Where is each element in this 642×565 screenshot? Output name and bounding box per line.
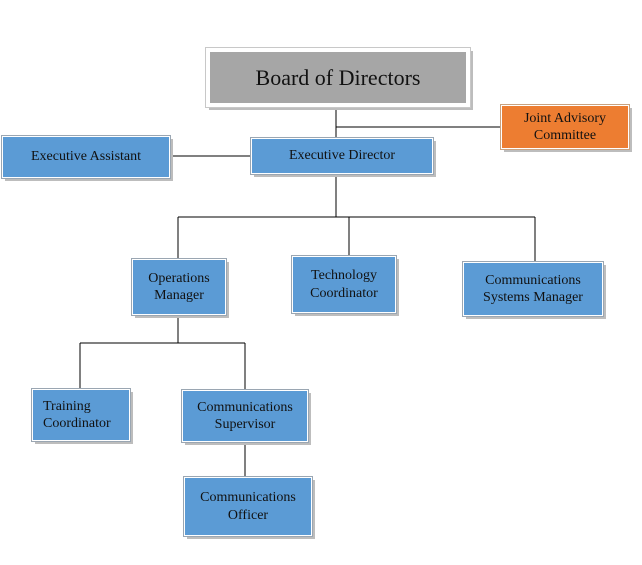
executive-director-label: Executive Director <box>288 148 396 164</box>
board-of-directors-label: Board of Directors <box>255 64 421 90</box>
communications-supervisor-label: Communications Supervisor <box>197 399 293 433</box>
communications-officer-box: Communications Officer <box>183 476 313 537</box>
communications-systems-manager-box: Communications Systems Manager <box>462 261 604 317</box>
training-coordinator-box: Training Coordinator <box>31 388 131 442</box>
executive-director-box: Executive Director <box>250 137 434 175</box>
training-coordinator-label: Training Coordinator <box>43 398 111 432</box>
operations-manager-box: Operations Manager <box>131 258 227 316</box>
communications-systems-manager-label: Communications Systems Manager <box>483 272 583 306</box>
communications-officer-label: Communications Officer <box>200 490 296 523</box>
technology-coordinator-label: Technology Coordinator <box>310 268 378 301</box>
joint-advisory-committee-box: Joint Advisory Committee <box>500 104 630 150</box>
joint-advisory-committee-label: Joint Advisory Committee <box>523 110 607 144</box>
executive-assistant-box: Executive Assistant <box>1 135 171 179</box>
board-of-directors-box: Board of Directors <box>205 47 471 108</box>
executive-assistant-label: Executive Assistant <box>30 149 142 165</box>
technology-coordinator-box: Technology Coordinator <box>291 255 397 314</box>
operations-manager-label: Operations Manager <box>148 270 210 304</box>
communications-supervisor-box: Communications Supervisor <box>181 389 309 443</box>
